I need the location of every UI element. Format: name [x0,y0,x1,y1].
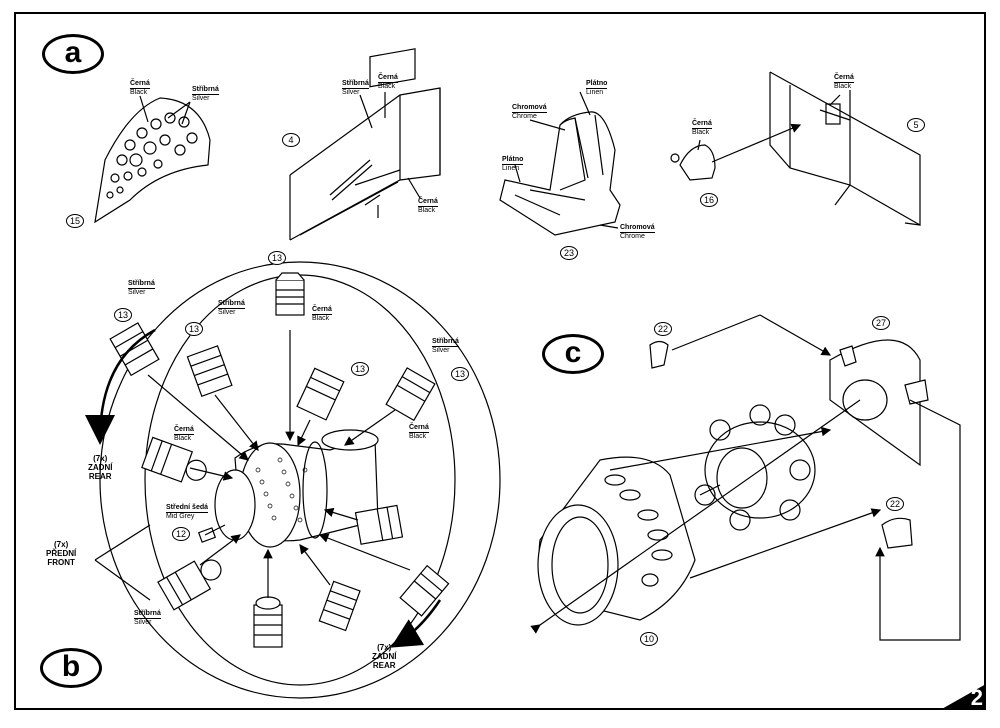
seat-drawing [499,91,621,236]
page-border [14,12,986,710]
page-number: 2 [940,684,986,710]
part-number-13: 13 [185,322,203,336]
part-number-13: 13 [451,367,469,381]
part-number-12: 12 [172,527,190,541]
assembly-arrows-b [85,328,442,648]
part-number-16: 16 [700,193,718,207]
part-number-13: 13 [114,308,132,322]
instrument-panel-drawing [94,95,211,224]
part-number-23: 23 [560,246,578,260]
part-number-13: 13 [351,362,369,376]
cowling-drawing [530,314,961,641]
part-number-4: 4 [282,133,300,147]
cylinder-parts [109,272,450,648]
part-number-10: 10 [640,632,658,646]
section-b-badge: b [40,648,102,688]
section-a-badge: a [42,34,104,74]
part-number-27: 27 [872,316,890,330]
part-number-5: 5 [907,118,925,132]
engine-drawing [99,261,501,699]
frame-5-drawing [670,71,921,227]
part-number-22: 22 [654,322,672,336]
part-number-22: 22 [886,497,904,511]
part-number-13: 13 [268,251,286,265]
part-number-15: 15 [66,214,84,228]
section-c-badge: c [542,334,604,374]
frame-4-drawing [289,48,441,241]
